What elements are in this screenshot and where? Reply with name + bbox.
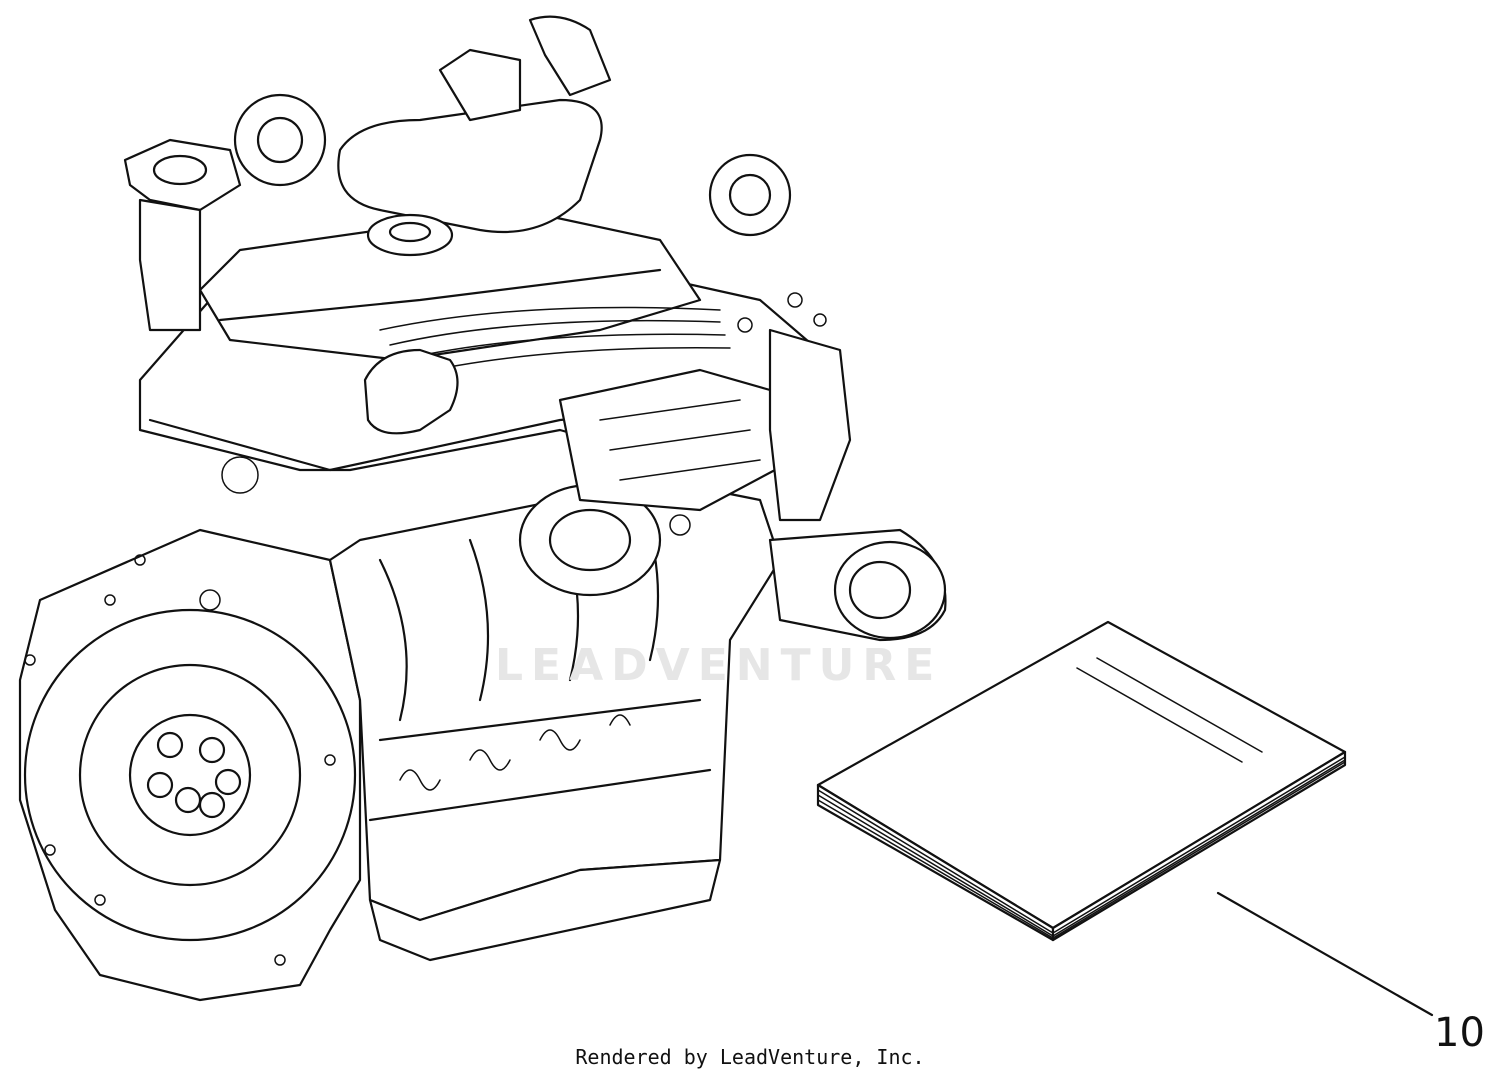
credit-text: Rendered by LeadVenture, Inc. xyxy=(575,1045,925,1069)
manual-book-illustration xyxy=(816,620,1347,942)
engine-illustration xyxy=(18,15,947,1002)
callout-number[interactable]: 10 xyxy=(1434,1010,1485,1056)
callout-leader-line xyxy=(1216,891,1434,1017)
watermark-text: LEADVENTURE xyxy=(495,640,942,691)
